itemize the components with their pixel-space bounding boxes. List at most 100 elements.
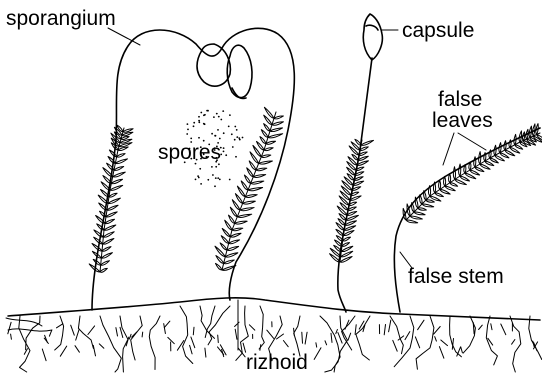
middle-stem-leaves-leaf	[225, 220, 232, 230]
rhizoid-hair	[314, 348, 321, 360]
rhizoid-hair	[501, 324, 506, 335]
rhizoid-strand	[486, 316, 497, 365]
spore-dot	[229, 179, 231, 181]
middle-stem-leaves-leaf	[222, 228, 230, 236]
rhizoid-hair	[277, 334, 284, 339]
false-leaf-branch-leaf	[484, 153, 486, 161]
capsule-stem-leaves-leaf	[330, 254, 340, 262]
rhizoid-hair	[132, 332, 137, 337]
capsule-stem-leaves-leaf	[341, 251, 353, 257]
rhizoid-hair	[76, 329, 80, 340]
spore-dot	[207, 110, 209, 112]
spore-dot	[187, 123, 189, 125]
spore-dot	[216, 113, 218, 115]
left-stem-leaves-leaf	[101, 261, 110, 266]
false-leaf-branch-leaf	[439, 180, 441, 189]
spore-dot	[223, 132, 225, 134]
rhizoid-hair	[88, 326, 95, 335]
rhizoid-hair	[93, 345, 95, 356]
label-spores: spores	[158, 142, 221, 163]
middle-stem-leaves-leaf	[260, 137, 266, 144]
left-stem-leaves-leaf	[103, 239, 114, 245]
left-stem-leaves-leaf	[117, 154, 125, 158]
middle-stem-leaves-leaf	[264, 124, 270, 131]
spore-dot	[238, 137, 240, 139]
spore-dot	[186, 133, 188, 135]
spore-dot	[212, 174, 214, 176]
sporangium-leader	[108, 28, 140, 45]
left-stem-leaves-leaf	[111, 179, 122, 183]
rhizoid-hair	[116, 328, 118, 336]
rhizoid-hair	[461, 347, 463, 353]
leader-lines	[108, 28, 486, 350]
middle-stem-leaves-leaf	[224, 260, 235, 264]
left-stem-leaves-leaf	[110, 185, 123, 190]
rhizoid-hair	[384, 325, 385, 335]
rhizoid-hair	[260, 345, 261, 351]
label-false-stem: false stem	[408, 266, 504, 287]
rhizoid-strand	[205, 306, 215, 338]
spore-dot	[198, 121, 200, 123]
false-leaf-branch-leaf	[422, 204, 434, 207]
spore-dot	[213, 116, 215, 118]
rhizoid-hair	[283, 341, 288, 347]
left-stem-leaves-leaf	[118, 147, 128, 151]
false-leaf-branch-leaf	[453, 167, 455, 180]
left-stem-leaves-leaf	[122, 132, 133, 136]
false-leaf-branch-leaf	[420, 195, 422, 204]
rhizoid-hair	[418, 320, 424, 330]
false-leaf-clusters	[89, 107, 542, 272]
middle-stem-leaves-leaf	[268, 134, 283, 138]
middle-stem-leaves-leaf	[230, 233, 241, 237]
spore-dot	[234, 139, 236, 141]
rhizoid-hair	[336, 330, 338, 334]
capsule-stem-leaves-leaf	[336, 223, 344, 230]
left-stem-leaves-leaf	[94, 237, 103, 244]
rhizoid-hair	[249, 325, 254, 330]
spore-dot	[228, 126, 230, 128]
left-stem-leaves-leaf	[113, 172, 126, 177]
false-leaf-branch-leaf	[407, 204, 410, 216]
capsule-stem-leaves-leaf	[342, 243, 350, 247]
spore-dot	[223, 147, 225, 149]
rhizoid-hair	[129, 334, 131, 339]
middle-stem-leaves-stem	[222, 112, 276, 270]
spore-dot	[203, 114, 205, 116]
middle-stem-leaves-leaf	[240, 208, 254, 211]
left-stem-leaves-leaf	[102, 247, 111, 252]
false-leaf-branch-leaf	[469, 162, 471, 170]
left-stem-leaves-leaf	[101, 253, 112, 259]
rhizoid-hair	[316, 343, 317, 347]
false-leaf-branch-leaf	[412, 203, 415, 212]
rhizoid-strand	[394, 316, 414, 367]
rhizoid-hair	[389, 320, 391, 332]
label-sporangium: sporangium	[6, 8, 116, 29]
spore-dot	[195, 179, 197, 181]
left-stem-leaves-leaf	[109, 193, 117, 197]
middle-stem-leaves-leaf	[243, 201, 256, 204]
rhizoid-strand	[100, 316, 121, 372]
rhizoid-hair	[191, 337, 195, 348]
rhizoid-hair	[71, 325, 75, 335]
spore-dot	[235, 156, 237, 158]
rhizoid-hair	[355, 325, 356, 335]
false-leaf-branch-leaf	[475, 167, 484, 172]
spore-dot	[211, 133, 213, 135]
label-false-leaves-word-1: false	[432, 89, 493, 110]
spore-dot	[198, 120, 200, 122]
middle-stem-leaves-leaf	[229, 240, 240, 244]
false-leaf-branch-leaf	[435, 193, 443, 197]
rhizoid-hair	[218, 335, 219, 343]
rhizoid-hair	[142, 332, 143, 337]
spore-dot	[198, 116, 200, 118]
label-rizhoid: rizhoid	[246, 352, 308, 373]
middle-stem-leaves-leaf	[247, 168, 254, 177]
rhizoid-hair	[11, 334, 12, 339]
soil-surface	[8, 298, 540, 320]
capsule-stem-leaves-leaf	[355, 139, 361, 145]
false-leaves-leader-1	[443, 133, 454, 165]
rhizoid-hair	[164, 321, 170, 328]
rhizoid-hair	[205, 348, 206, 357]
rhizoid-strand	[390, 316, 403, 354]
rhizoid-strand	[78, 316, 93, 348]
